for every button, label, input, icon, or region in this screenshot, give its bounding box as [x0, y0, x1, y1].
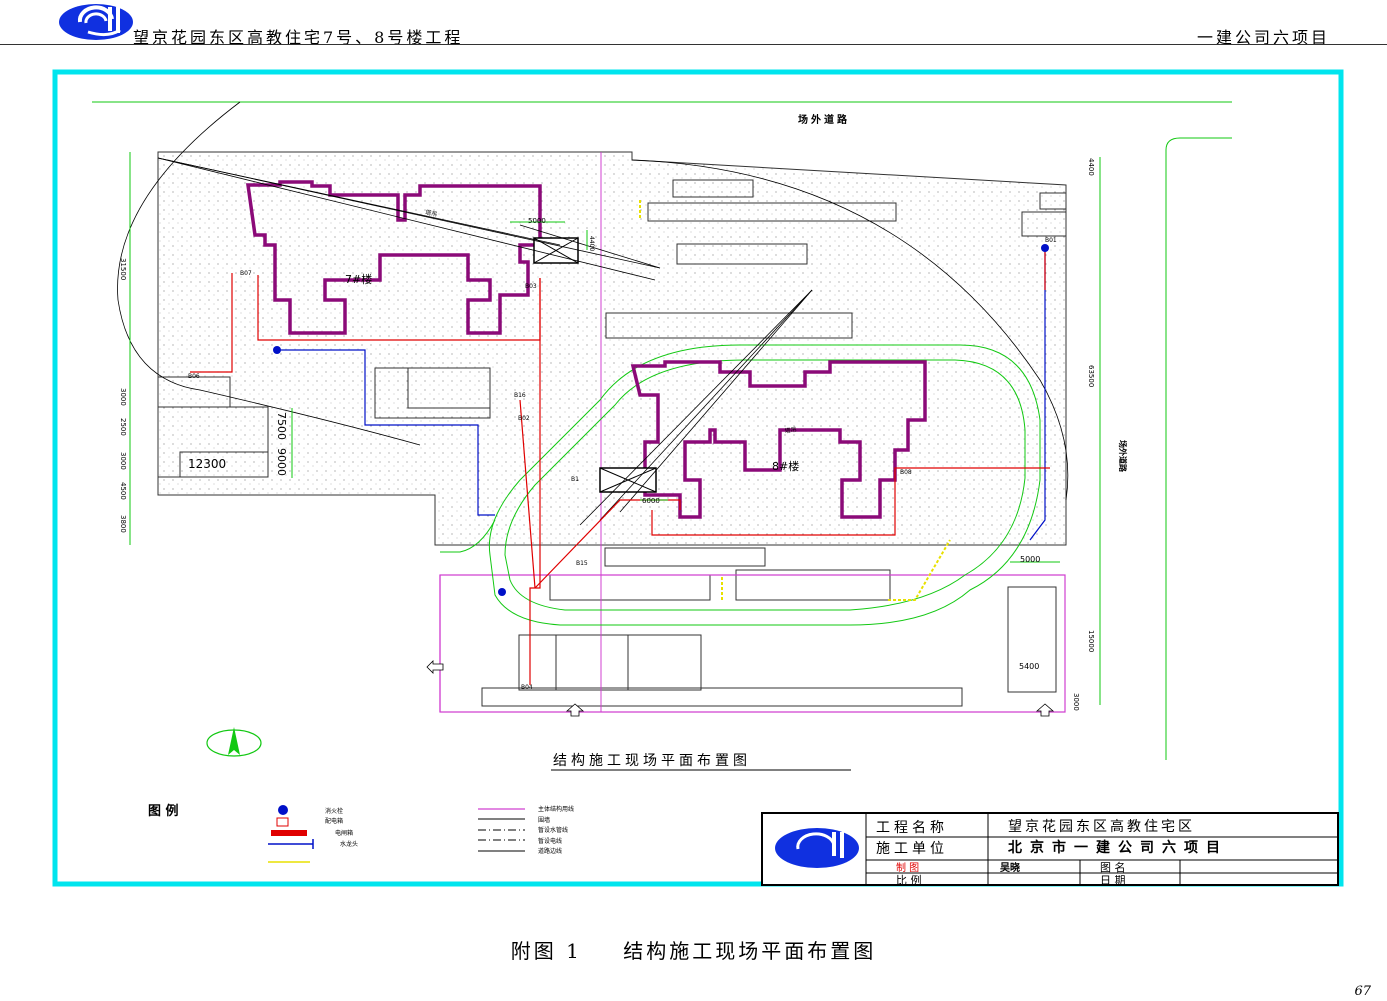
crane-2-label: 塔吊 [784, 425, 797, 435]
dim-left-2500: 2500 [119, 418, 127, 436]
fire-hydrant-icon [278, 805, 288, 815]
legend-line-label: 道路边线 [538, 847, 562, 855]
road-right-label: 场外道路 [1118, 440, 1128, 473]
dim-left-3000: 3000 [119, 388, 127, 406]
building-7-label: 7#楼 [345, 272, 372, 286]
legend-line-label: 暂设水管线 [538, 826, 568, 834]
dim-9000: 9000 [275, 448, 288, 476]
page-number: 67 [1354, 984, 1371, 999]
dim-6000: 6000 [642, 497, 660, 505]
dim-left-31500: 31500 [119, 258, 127, 280]
building-7-outline [245, 180, 542, 335]
box-label: B15 [576, 560, 588, 567]
legend-line-label: 围墙 [538, 816, 550, 824]
header-title: 望京花园东区高教住宅7号、8号楼工程 [133, 28, 464, 47]
title-block-drawn-label: 制 图 [896, 861, 919, 874]
fire-hydrant-icon [273, 346, 281, 354]
distribution-box-icon [276, 817, 289, 827]
box-label: B08 [900, 469, 912, 476]
company-logo-icon [59, 4, 133, 40]
box-label: B1 [571, 476, 579, 483]
dim-5400: 5400 [1019, 662, 1039, 671]
tower-crane-2: 塔吊 [579, 289, 813, 526]
legend-line-label: 暂设电线 [538, 837, 562, 845]
north-arrow-icon [206, 727, 262, 757]
title-block-figname-label: 图 名 [1100, 860, 1126, 874]
dim-5000-b: 5000 [1020, 555, 1040, 564]
dim-left-3000b: 3000 [119, 452, 127, 470]
dim-right-15000: 15000 [1087, 630, 1095, 652]
legend-item: 水龙头 [340, 840, 358, 848]
building-8-outline [630, 360, 927, 519]
entrance-arrow-icon [426, 660, 444, 674]
box-label: B04 [521, 684, 533, 691]
tower-crane-1: 塔吊 [157, 157, 661, 281]
legend-item: 配电箱 [325, 817, 343, 825]
dim-5000-a: 5000 [528, 217, 546, 225]
dim-left-3800: 3800 [119, 515, 127, 533]
header-divider [0, 44, 1387, 45]
title-block-date-label: 日 期 [1100, 874, 1126, 887]
title-block-scale-label: 比 例 [896, 873, 922, 887]
title-block [761, 812, 1339, 886]
drawing-frame [52, 69, 1344, 887]
figure-caption: 附图 1 结构施工现场平面布置图 [0, 935, 1387, 964]
legend-title: 图 例 [148, 803, 179, 819]
box-label: B06 [188, 373, 200, 380]
box-label: B03 [525, 283, 537, 290]
drawing-title: 结构施工现场平面布置图 [553, 753, 751, 769]
fire-hydrant-icon [498, 588, 506, 596]
road-top-label: 场外道路 [798, 113, 850, 126]
header-company: 一建公司六项目 [1196, 28, 1330, 47]
title-block-unit-value: 北京市一建公司六项目 [1008, 839, 1228, 856]
caption-prefix: 附图 1 [510, 939, 582, 963]
entrance-arrow-icon [565, 703, 585, 717]
box-label: B02 [518, 415, 530, 422]
title-block-project-value: 望京花园东区高教住宅区 [1008, 818, 1195, 835]
switch-box-icon [271, 830, 307, 836]
box-label: B01 [1045, 237, 1057, 244]
building-8-label: 8#楼 [772, 459, 799, 473]
dim-right-3000: 3000 [1072, 693, 1080, 711]
legend-line-label: 主体结构用线 [538, 805, 574, 813]
legend-item: 消火栓 [325, 807, 343, 815]
dim-crane: 4400 [588, 236, 595, 251]
title-block-drawn-value: 吴晓 [1000, 861, 1020, 874]
dim-right-4400: 4400 [1087, 158, 1095, 176]
dim-12300: 12300 [188, 457, 226, 471]
dim-left-4500: 4500 [119, 482, 127, 500]
box-label: B16 [514, 392, 526, 399]
box-label: B07 [240, 270, 252, 277]
dim-7500: 7500 [275, 412, 288, 440]
legend-item: 电闸箱 [335, 829, 353, 837]
title-block-unit-label: 施工单位 [876, 841, 948, 857]
crane-1-label: 塔吊 [425, 208, 438, 218]
caption-text: 结构施工现场平面布置图 [623, 939, 877, 963]
fire-hydrant-icon [1041, 244, 1049, 252]
dim-right-63500: 63500 [1087, 365, 1095, 387]
title-block-project-label: 工程名称 [876, 820, 948, 836]
entrance-arrow-icon [1035, 703, 1055, 717]
